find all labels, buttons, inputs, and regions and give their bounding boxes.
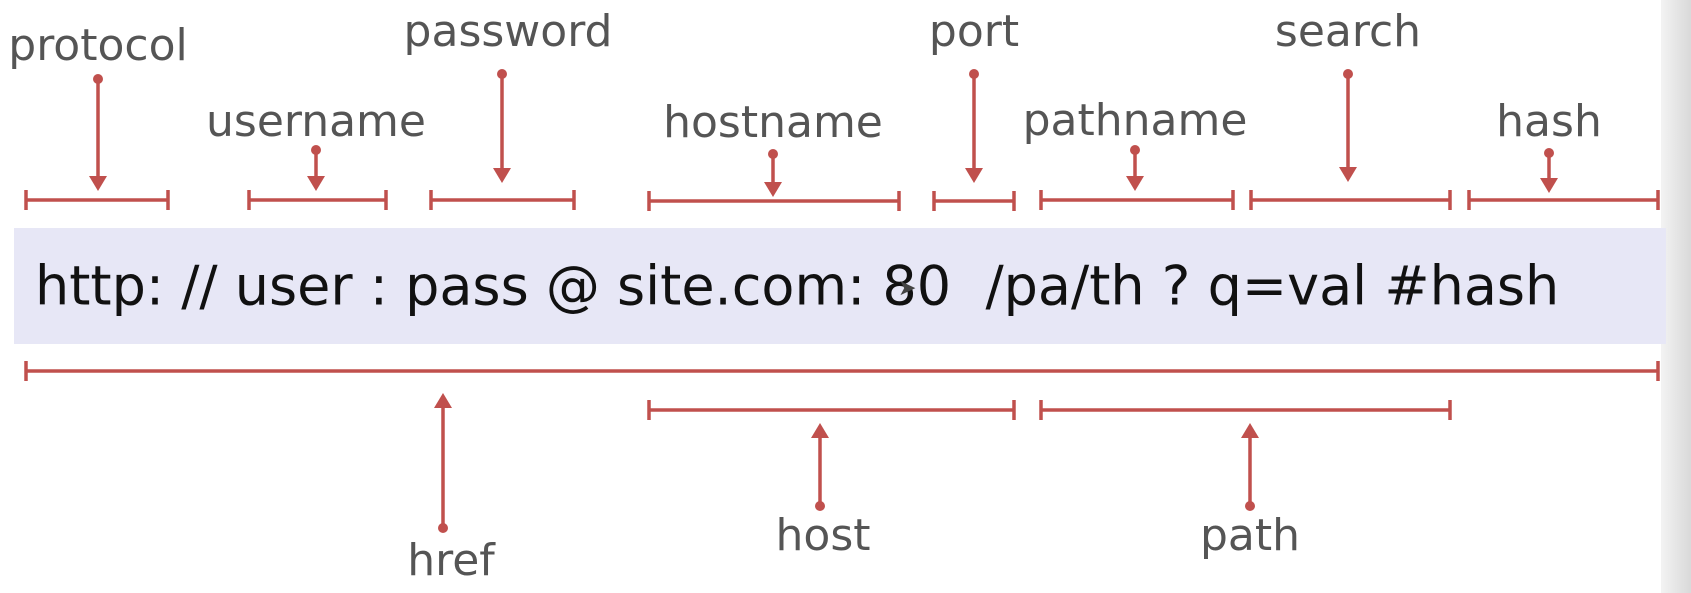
hostname-bracket: [647, 149, 901, 211]
url-part-main: http: // user : pass @ site.com: [35, 254, 848, 318]
hostname-label: hostname: [663, 97, 883, 148]
username-label: username: [206, 96, 426, 147]
pathname-bracket: [1039, 145, 1235, 210]
password-label: password: [403, 6, 613, 57]
pathname-label: pathname: [1022, 95, 1248, 146]
path-label: path: [1199, 510, 1301, 561]
hash-label: hash: [1496, 96, 1602, 147]
search-bracket: [1249, 69, 1452, 210]
username-bracket: [247, 145, 388, 210]
edge-shading: [1661, 0, 1691, 593]
host-label: host: [775, 510, 871, 561]
url-text: http: // user : pass @ site.com: 80 /pa/…: [35, 255, 1559, 318]
protocol-bracket: [24, 74, 170, 210]
mouse-cursor-icon: ➤: [898, 276, 917, 301]
href-bracket: [24, 361, 1660, 533]
url-bar: [14, 228, 1666, 344]
port-bracket: [932, 69, 1016, 211]
port-label: port: [928, 6, 1020, 57]
host-bracket: [647, 400, 1016, 511]
protocol-label: protocol: [8, 20, 188, 71]
search-label: search: [1274, 6, 1422, 57]
href-label: href: [407, 535, 495, 586]
hash-bracket: [1467, 148, 1660, 210]
bracket-group: [24, 69, 1660, 533]
url-part-rest: : 80 /pa/th ? q=val #hash: [847, 254, 1560, 318]
password-bracket: [429, 69, 576, 210]
path-bracket: [1039, 400, 1452, 511]
